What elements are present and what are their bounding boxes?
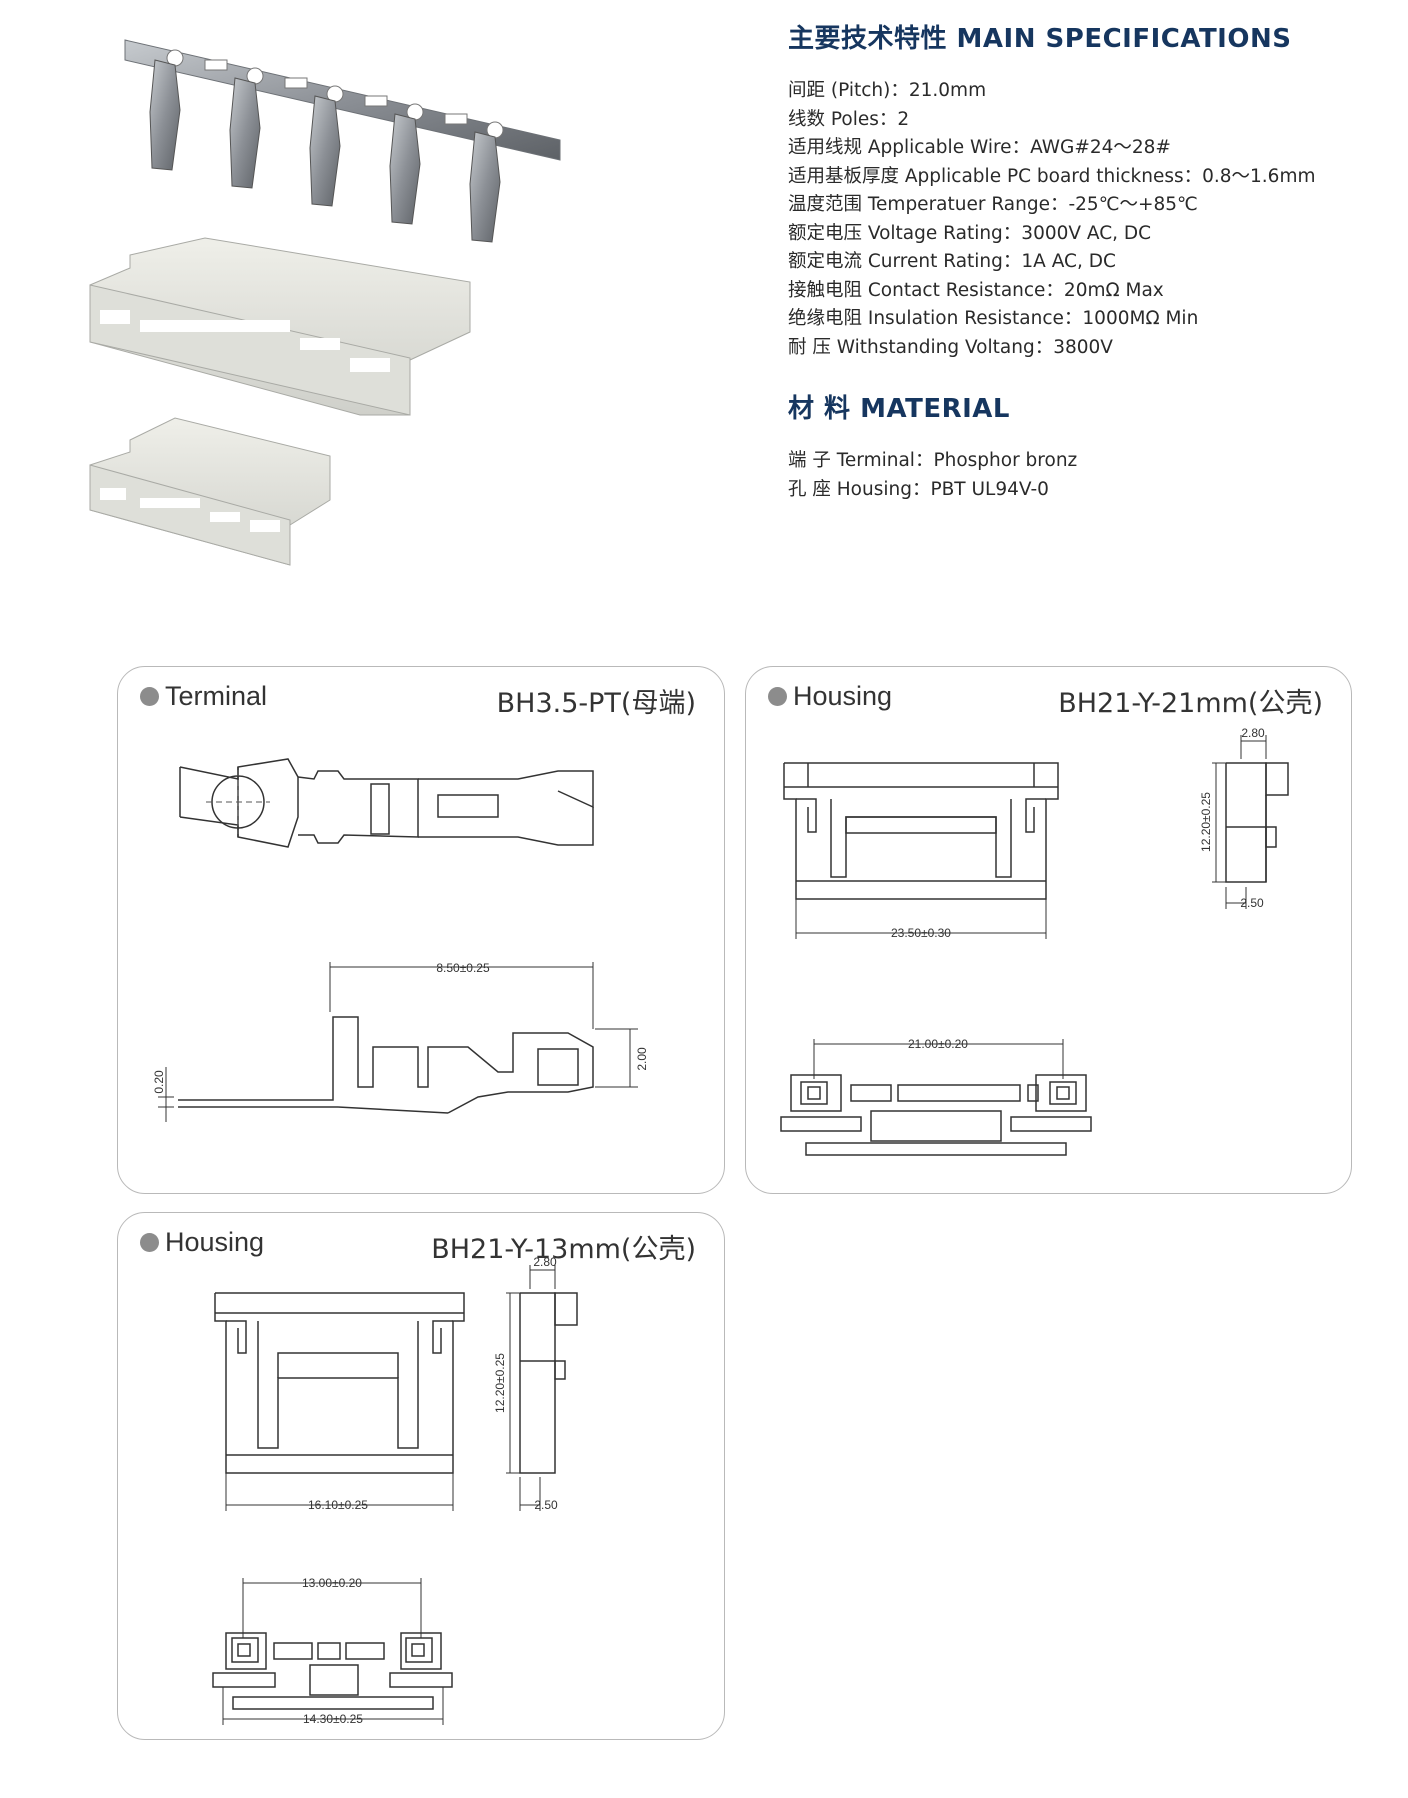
spec-insulation-resistance: 绝缘电阻 Insulation Resistance：1000MΩ Min — [788, 308, 1199, 329]
panel-model: BH3.5-PT(母端) — [496, 688, 696, 719]
housing-21mm-photo — [89, 237, 471, 416]
dim-bottom-width: 14.30±0.25 — [303, 1712, 363, 1726]
bullet-icon — [140, 687, 159, 706]
panel-label: Terminal — [165, 681, 268, 711]
dim-length: 8.50±0.25 — [436, 961, 490, 975]
housing-13mm-panel: Housing BH21-Y-13mm(公壳) — [117, 1212, 725, 1740]
dim-pitch: 21.00±0.20 — [908, 1037, 968, 1051]
panel-model: BH21-Y-21mm(公壳) — [1058, 688, 1323, 719]
housing-13mm-photo — [89, 417, 331, 566]
dim-side-top: 2.80 — [1241, 726, 1265, 740]
material-terminal: 端 子 Terminal：Phosphor bronz — [788, 450, 1078, 471]
specifications-title: 主要技术特性 MAIN SPECIFICATIONS — [788, 24, 1292, 54]
panel-label: Housing — [165, 1227, 265, 1257]
dim-pitch: 13.00±0.20 — [302, 1576, 362, 1590]
dim-width: 16.10±0.25 — [308, 1498, 368, 1512]
dim-height: 2.00 — [635, 1047, 649, 1071]
spec-contact-resistance: 接触电阻 Contact Resistance：20mΩ Max — [788, 279, 1164, 301]
spec-poles: 线数 Poles：2 — [788, 108, 910, 130]
spec-wire: 适用线规 Applicable Wire：AWG#24～28# — [788, 137, 1171, 158]
product-photo — [89, 39, 561, 566]
spec-temperature: 温度范围 Temperatuer Range：-25℃～+85℃ — [788, 194, 1198, 215]
bullet-icon — [140, 1233, 159, 1252]
terminal-strip-photo — [124, 39, 561, 243]
terminal-panel: Terminal BH3.5-PT(母端) — [117, 666, 725, 1194]
spec-current: 额定电流 Current Rating：1A AC, DC — [788, 251, 1116, 272]
material-title: 材 料 MATERIAL — [788, 394, 1010, 424]
panel-label: Housing — [793, 681, 893, 711]
spec-withstanding-voltage: 耐 压 Withstanding Voltang：3800V — [788, 336, 1113, 358]
housing-13mm-drawing: 16.10±0.25 2.80 12.20±0.25 2.50 13.00±0.… — [212, 1255, 578, 1726]
material-housing: 孔 座 Housing：PBT UL94V-0 — [788, 478, 1049, 500]
spec-voltage: 额定电压 Voltage Rating：3000V AC, DC — [788, 222, 1152, 244]
dim-side-bottom: 2.50 — [1240, 896, 1264, 910]
spec-board: 适用基板厚度 Applicable PC board thickness：0.8… — [788, 165, 1316, 187]
bullet-icon — [768, 687, 787, 706]
terminal-drawing: 8.50±0.25 2.00 0.20 — [152, 758, 649, 1122]
spec-pitch: 间距 (Pitch)：21.0mm — [788, 80, 987, 101]
dim-side-height: 12.20±0.25 — [1199, 792, 1213, 852]
dim-side-bottom: 2.50 — [534, 1498, 558, 1512]
panel-model: BH21-Y-13mm(公壳) — [431, 1234, 696, 1265]
dim-width: 23.50±0.30 — [891, 926, 951, 940]
dim-side-top: 2.80 — [533, 1255, 557, 1269]
dim-side-height: 12.20±0.25 — [493, 1353, 507, 1413]
housing-21mm-panel: Housing BH21-Y-21mm(公壳) — [745, 666, 1352, 1194]
dim-thickness: 0.20 — [152, 1070, 166, 1094]
housing-21mm-drawing: 23.50±0.30 2.80 12.20±0.25 2.50 21.00±0.… — [780, 726, 1289, 1156]
specifications: 主要技术特性 MAIN SPECIFICATIONS 间距 (Pitch)：21… — [788, 18, 1378, 504]
